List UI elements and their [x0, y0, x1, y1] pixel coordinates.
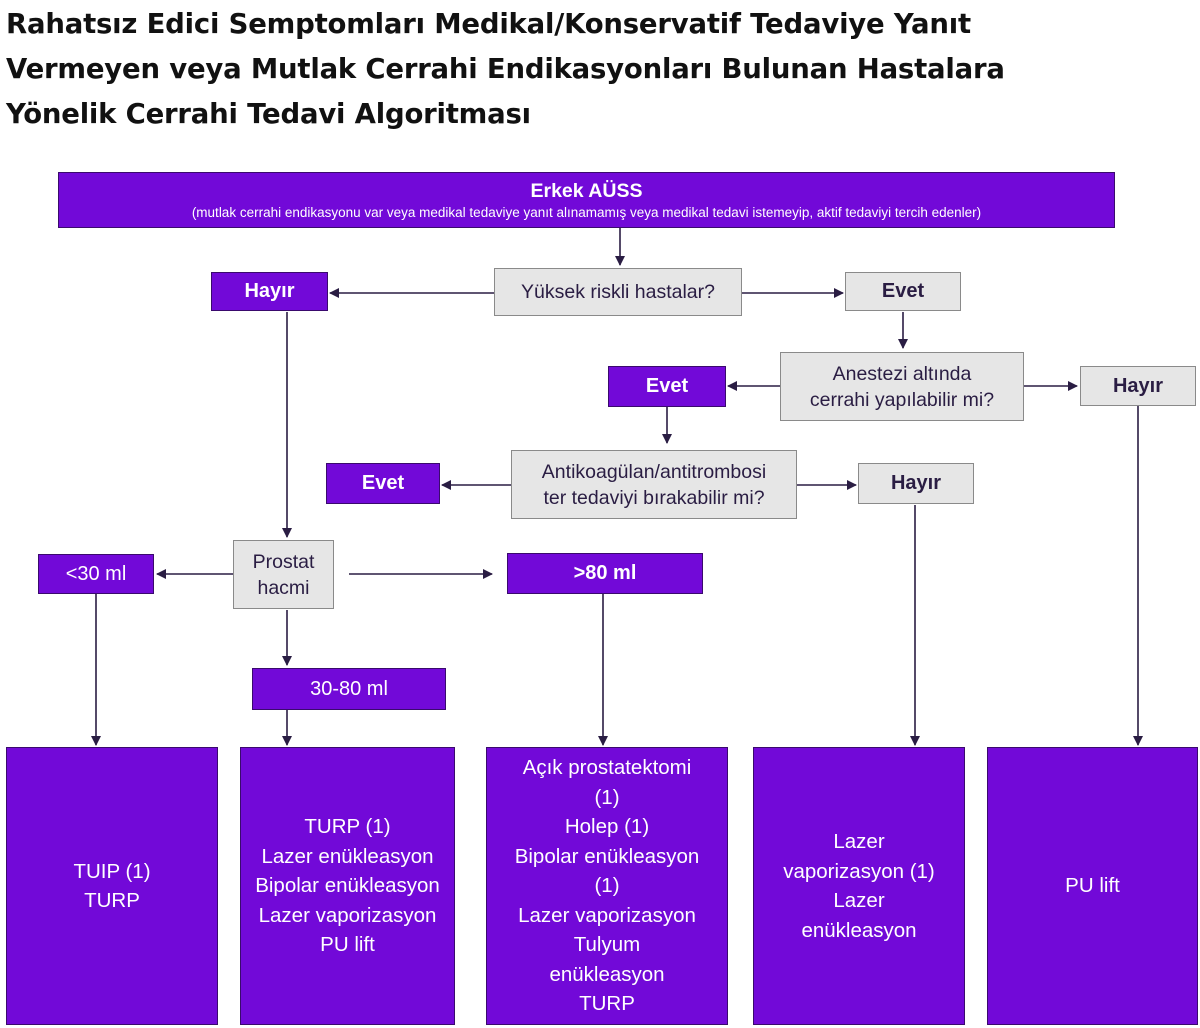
result-line: PU lift [1065, 874, 1120, 898]
volume-mid: 30-80 ml [252, 668, 446, 710]
question-line: Antikoagülan/antitrombosi [541, 460, 767, 483]
root-subtitle: (mutlak cerrahi endikasyonu var veya med… [191, 204, 982, 220]
result-line: Tulyum [573, 933, 641, 957]
title-line: Yönelik Cerrahi Tedavi Algoritması [6, 98, 531, 130]
question-line: Prostat [252, 550, 315, 573]
result-no-anesthesia: PU lift [987, 747, 1198, 1025]
result-line: TURP [84, 889, 140, 912]
answer-no-high-risk: Hayır [211, 272, 328, 311]
result-line: vaporizasyon (1) [783, 859, 935, 883]
result-small-volume: TUIP (1) TURP [6, 747, 218, 1025]
page-title: Rahatsız Edici Semptomları Medikal/Konse… [6, 2, 1196, 137]
result-line: TUIP (1) [73, 859, 151, 883]
volume-large: >80 ml [507, 553, 703, 594]
root-node: Erkek AÜSS (mutlak cerrahi endikasyonu v… [58, 172, 1115, 228]
result-line: Bipolar enükleasyon [255, 874, 440, 898]
result-line: Lazer [833, 889, 885, 912]
result-large-volume: Açık prostatektomi (1) Holep (1) Bipolar… [486, 747, 728, 1025]
result-line: enükleasyon [801, 918, 917, 942]
volume-label: <30 ml [65, 562, 127, 585]
result-mid-volume: TURP (1) Lazer enükleasyon Bipolar enükl… [240, 747, 455, 1025]
result-line: Lazer vaporizasyon [258, 903, 437, 927]
answer-yes-high-risk: Evet [845, 272, 961, 311]
result-line: PU lift [320, 933, 375, 957]
question-anticoagulant: Antikoagülan/antitrombosi ter tedaviyi b… [511, 450, 797, 519]
answer-label: Hayır [890, 472, 942, 494]
result-cannot-stop-anticoagulant: Lazer vaporizasyon (1) Lazer enükleasyon [753, 747, 965, 1025]
question-high-risk: Yüksek riskli hastalar? [494, 268, 742, 316]
question-line: ter tedaviyi bırakabilir mi? [543, 486, 765, 509]
question-high-risk-label: Yüksek riskli hastalar? [521, 281, 715, 303]
answer-label: Hayır [1112, 374, 1164, 397]
answer-no-anticoagulant: Hayır [858, 463, 974, 504]
result-line: Bipolar enükleasyon [514, 844, 700, 868]
result-line: (1) [594, 785, 620, 809]
volume-label: >80 ml [573, 562, 637, 584]
question-line: hacmi [257, 576, 310, 599]
title-line: Rahatsız Edici Semptomları Medikal/Konse… [6, 8, 971, 40]
result-line: Holep (1) [564, 815, 650, 839]
result-line: TURP (1) [304, 815, 391, 839]
result-line: enükleasyon [549, 962, 665, 986]
answer-label: Evet [361, 472, 405, 494]
result-line: Lazer [833, 830, 885, 853]
answer-yes-anesthesia: Evet [608, 366, 726, 407]
result-line: Lazer enükleasyon [261, 844, 434, 868]
result-line: Lazer vaporizasyon [518, 903, 696, 927]
root-title: Erkek AÜSS [530, 179, 643, 202]
answer-no-anesthesia: Hayır [1080, 366, 1196, 406]
question-line: cerrahi yapılabilir mi? [809, 388, 995, 411]
question-line: Anestezi altında [832, 362, 972, 385]
result-line: (1) [594, 874, 620, 898]
title-line: Vermeyen veya Mutlak Cerrahi Endikasyonl… [6, 53, 1005, 85]
answer-label: Evet [881, 280, 925, 302]
question-anesthesia: Anestezi altında cerrahi yapılabilir mi? [780, 352, 1024, 421]
volume-label: 30-80 ml [310, 677, 388, 700]
answer-label: Hayır [244, 280, 295, 302]
answer-label: Evet [645, 375, 689, 397]
volume-small: <30 ml [38, 554, 154, 594]
question-prostate-volume: Prostat hacmi [233, 540, 334, 609]
result-line: Açık prostatektomi [522, 756, 692, 780]
result-line: TURP [579, 992, 635, 1016]
answer-yes-anticoagulant: Evet [326, 463, 440, 504]
